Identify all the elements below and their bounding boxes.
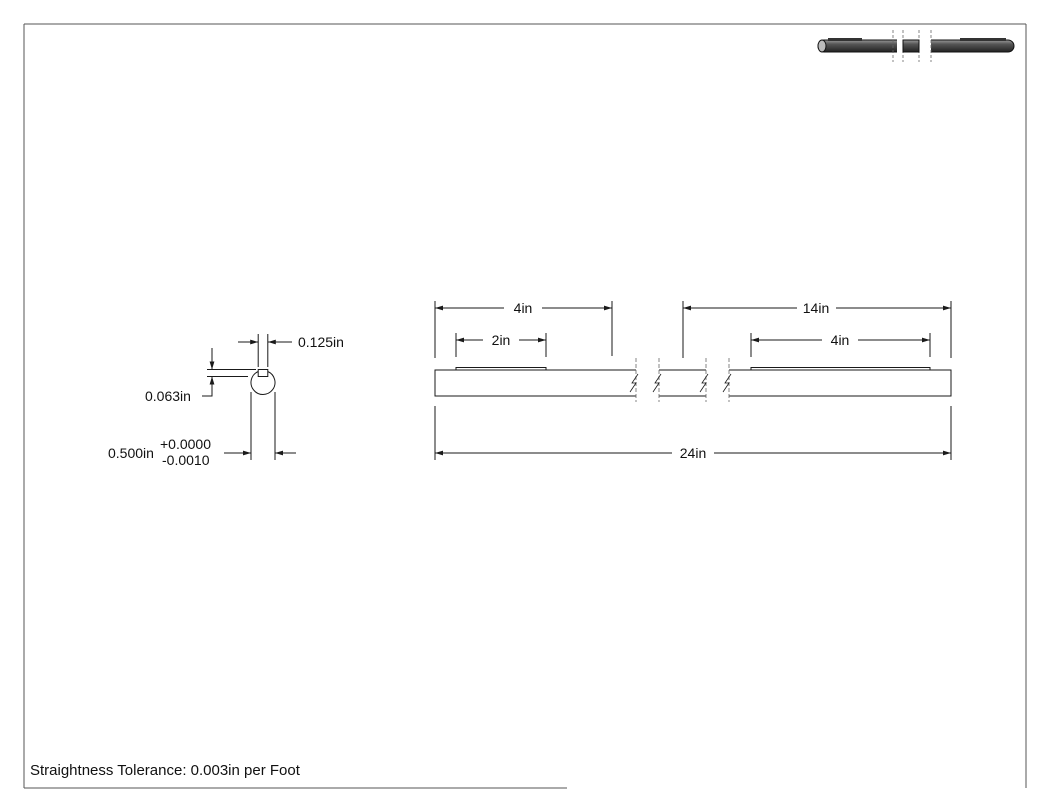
diameter-tolerance-plus: +0.0000 <box>160 436 211 452</box>
keyway-width-label: 0.125in <box>298 334 344 350</box>
diameter-label: 0.500in <box>108 445 154 461</box>
keyway-right <box>750 367 931 370</box>
shaft-segment-right <box>729 369 952 397</box>
left-key-length-label: 2in <box>492 332 511 348</box>
keyway-depth-label: 0.063in <box>145 388 191 404</box>
keyway-left <box>455 367 547 370</box>
keyway-depth-dimension <box>202 348 256 397</box>
end-view <box>202 334 296 460</box>
side-view <box>434 301 952 460</box>
right-key-offset-label: 14in <box>803 300 829 316</box>
overall-length-label: 24in <box>680 445 706 461</box>
shaft-segment-left <box>434 369 636 397</box>
break-lines <box>635 358 730 402</box>
keyed-shaft-3d-icon <box>817 30 1015 62</box>
keyway-width-dimension <box>238 334 292 367</box>
right-key-length-label: 4in <box>831 332 850 348</box>
sheet-border <box>23 23 1027 789</box>
diameter-tolerance-minus: -0.0010 <box>162 452 210 468</box>
diameter-dimension <box>224 392 296 460</box>
left-key-offset-label: 4in <box>514 300 533 316</box>
straightness-note: Straightness Tolerance: 0.003in per Foot <box>30 762 301 779</box>
shaft-end-circle <box>250 369 276 395</box>
